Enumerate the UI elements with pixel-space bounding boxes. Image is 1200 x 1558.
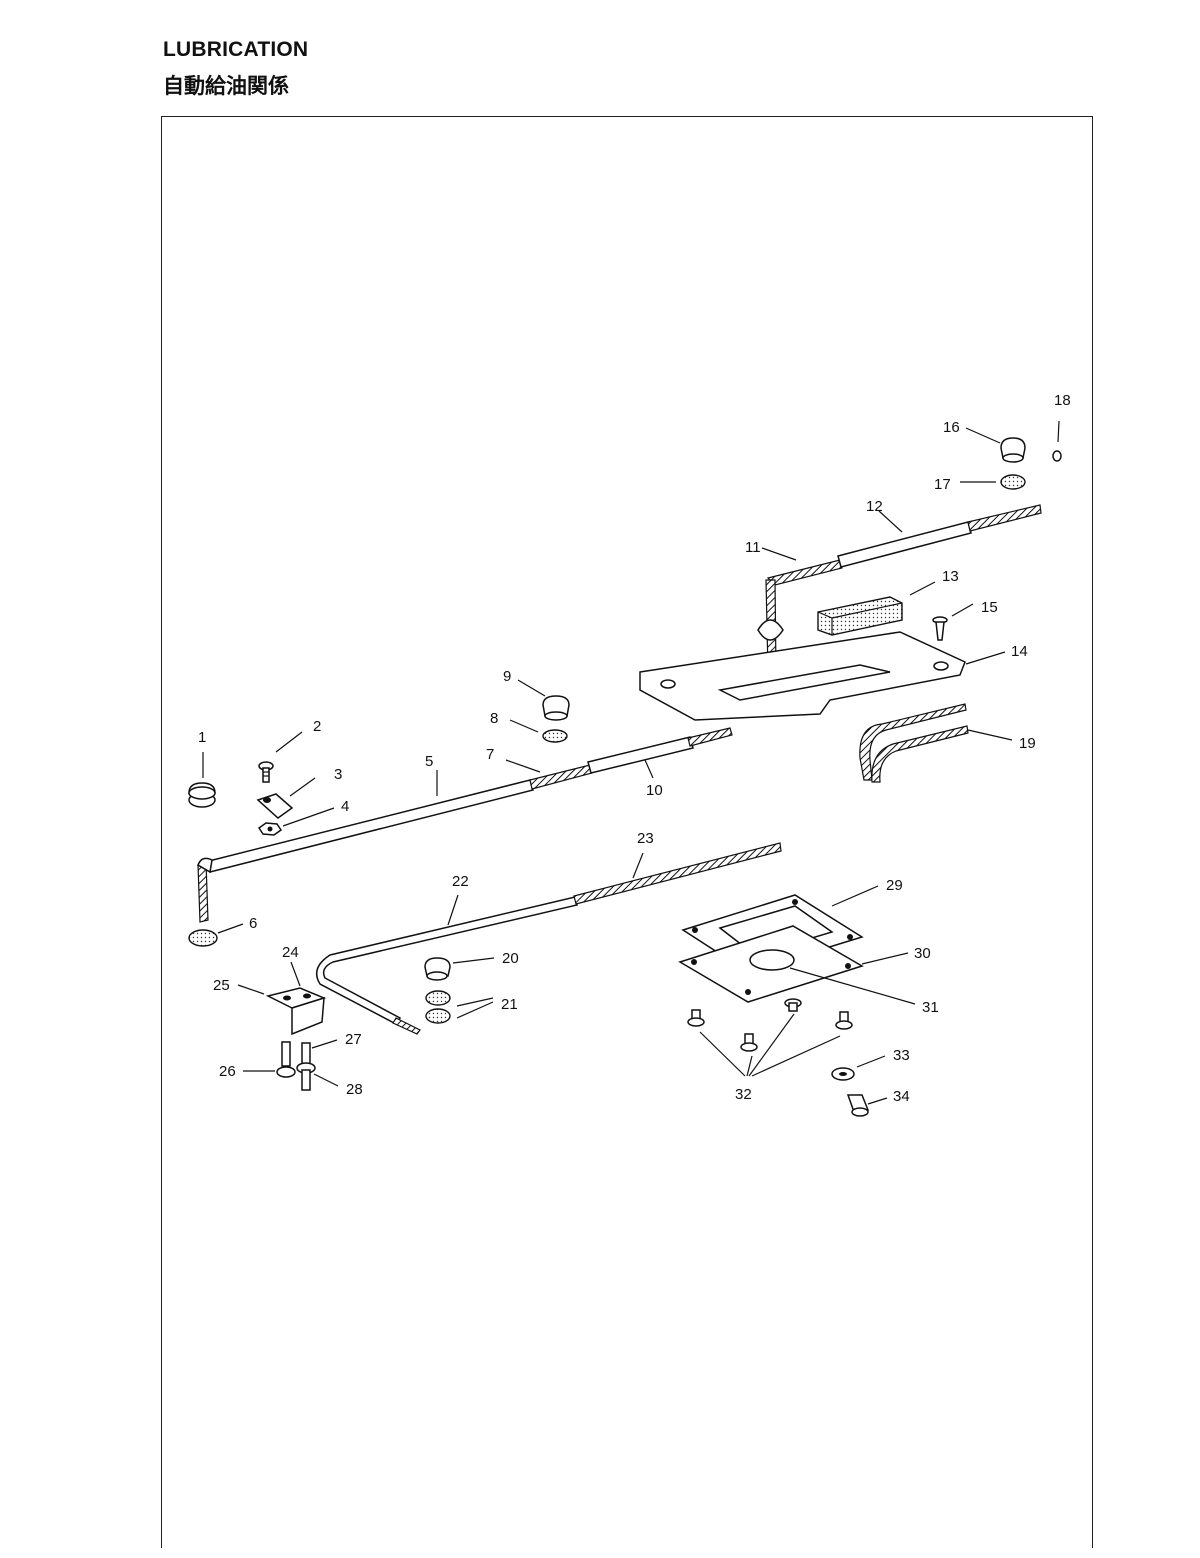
label-31: 31: [922, 999, 939, 1016]
label-9: 9: [503, 668, 511, 685]
label-1: 1: [198, 729, 206, 746]
part-13-felt-block: [817, 581, 936, 636]
part-23-wick: [573, 842, 782, 905]
part-19-bent-wick: [859, 703, 1013, 783]
label-10: 10: [646, 782, 663, 799]
label-24: 24: [282, 944, 299, 961]
part-10-tube: [587, 727, 733, 779]
label-27: 27: [345, 1031, 362, 1048]
part-17-felt: [960, 474, 1026, 490]
label-23: 23: [637, 830, 654, 847]
part-28-stud: [296, 1062, 339, 1091]
part-8-felt: [509, 719, 568, 743]
part-22-tube: [315, 894, 578, 1035]
part-labels: 1 2 3 4 5 6 7 8 9 10 11 12 13 14 15 16 1…: [198, 392, 1071, 1105]
part-32-screws: [687, 998, 853, 1077]
label-25: 25: [213, 977, 230, 994]
label-13: 13: [942, 568, 959, 585]
part-20-cap: [424, 957, 495, 981]
label-30: 30: [914, 945, 931, 962]
part-24-25-bracket: [237, 961, 327, 1036]
label-20: 20: [502, 950, 519, 967]
page-title-japanese: 自動給油関係: [163, 74, 289, 98]
part-26-screw: [243, 1041, 296, 1078]
label-29: 29: [886, 877, 903, 894]
label-21: 21: [501, 996, 518, 1013]
label-3: 3: [334, 766, 342, 783]
part-15-screw: [932, 603, 974, 641]
part-18-plug: [1052, 420, 1062, 462]
label-6: 6: [249, 915, 257, 932]
part-21-felts: [425, 990, 494, 1024]
label-4: 4: [341, 798, 349, 815]
label-14: 14: [1011, 643, 1028, 660]
part-3-clamp: [256, 777, 316, 819]
label-28: 28: [346, 1081, 363, 1098]
page-title: LUBRICATION: [163, 38, 309, 61]
part-12-tube: [837, 504, 1042, 568]
part-5-wick-tube: [197, 770, 534, 923]
label-7: 7: [486, 746, 494, 763]
part-4-nut: [257, 807, 335, 836]
label-34: 34: [893, 1088, 910, 1105]
part-16-cap: [965, 427, 1026, 463]
label-12: 12: [866, 498, 883, 515]
part-1-cap: [188, 752, 216, 808]
label-19: 19: [1019, 735, 1036, 752]
label-2: 2: [313, 718, 321, 735]
part-27-screw: [301, 1039, 338, 1066]
part-14-oil-plate: [639, 631, 1006, 721]
label-16: 16: [943, 419, 960, 436]
part-33-washer: [831, 1055, 886, 1081]
label-33: 33: [893, 1047, 910, 1064]
label-15: 15: [981, 599, 998, 616]
label-32: 32: [735, 1086, 752, 1103]
part-31-sheet: [749, 949, 916, 1005]
label-8: 8: [490, 710, 498, 727]
part-6-felt: [188, 923, 244, 947]
part-9-cap: [517, 679, 570, 721]
part-34-screw: [846, 1094, 888, 1117]
label-22: 22: [452, 873, 469, 890]
label-26: 26: [219, 1063, 236, 1080]
label-18: 18: [1054, 392, 1071, 409]
label-11: 11: [745, 539, 761, 556]
part-2-screw: [258, 731, 303, 783]
diagram-frame: [161, 116, 1093, 1548]
label-17: 17: [934, 476, 951, 493]
label-5: 5: [425, 753, 433, 770]
